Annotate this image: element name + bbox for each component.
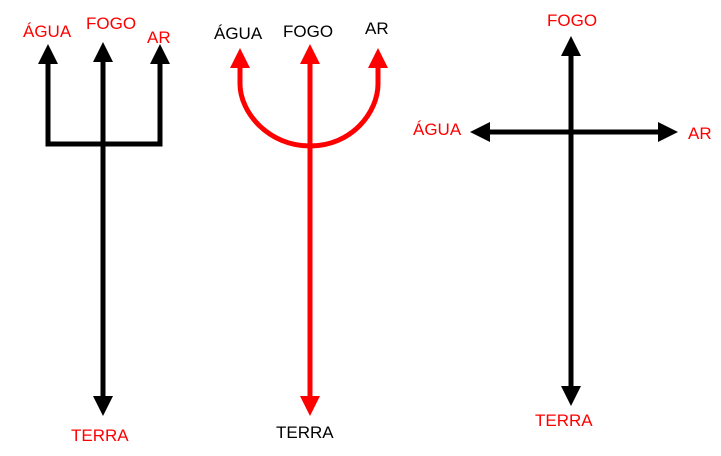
d1-label-agua: ÁGUA	[23, 22, 72, 41]
d1-label-fogo: FOGO	[86, 14, 137, 33]
d2-label-fogo: FOGO	[283, 22, 334, 41]
d3-label-fogo: FOGO	[547, 11, 598, 30]
d3-label-ar: AR	[688, 124, 712, 143]
d2-label-terra: TERRA	[276, 423, 334, 442]
d1-label-ar: AR	[147, 28, 171, 47]
trident-black	[38, 42, 170, 416]
cross-black	[470, 36, 678, 406]
curve	[237, 62, 381, 149]
d1-label-terra: TERRA	[71, 426, 129, 445]
d2-label-ar: AR	[365, 19, 389, 38]
d2-label-agua: ÁGUA	[214, 24, 263, 43]
d3-label-agua: ÁGUA	[413, 120, 462, 139]
trident-red	[230, 44, 388, 416]
d3-label-terra: TERRA	[535, 411, 593, 430]
crossbar	[45, 52, 163, 147]
